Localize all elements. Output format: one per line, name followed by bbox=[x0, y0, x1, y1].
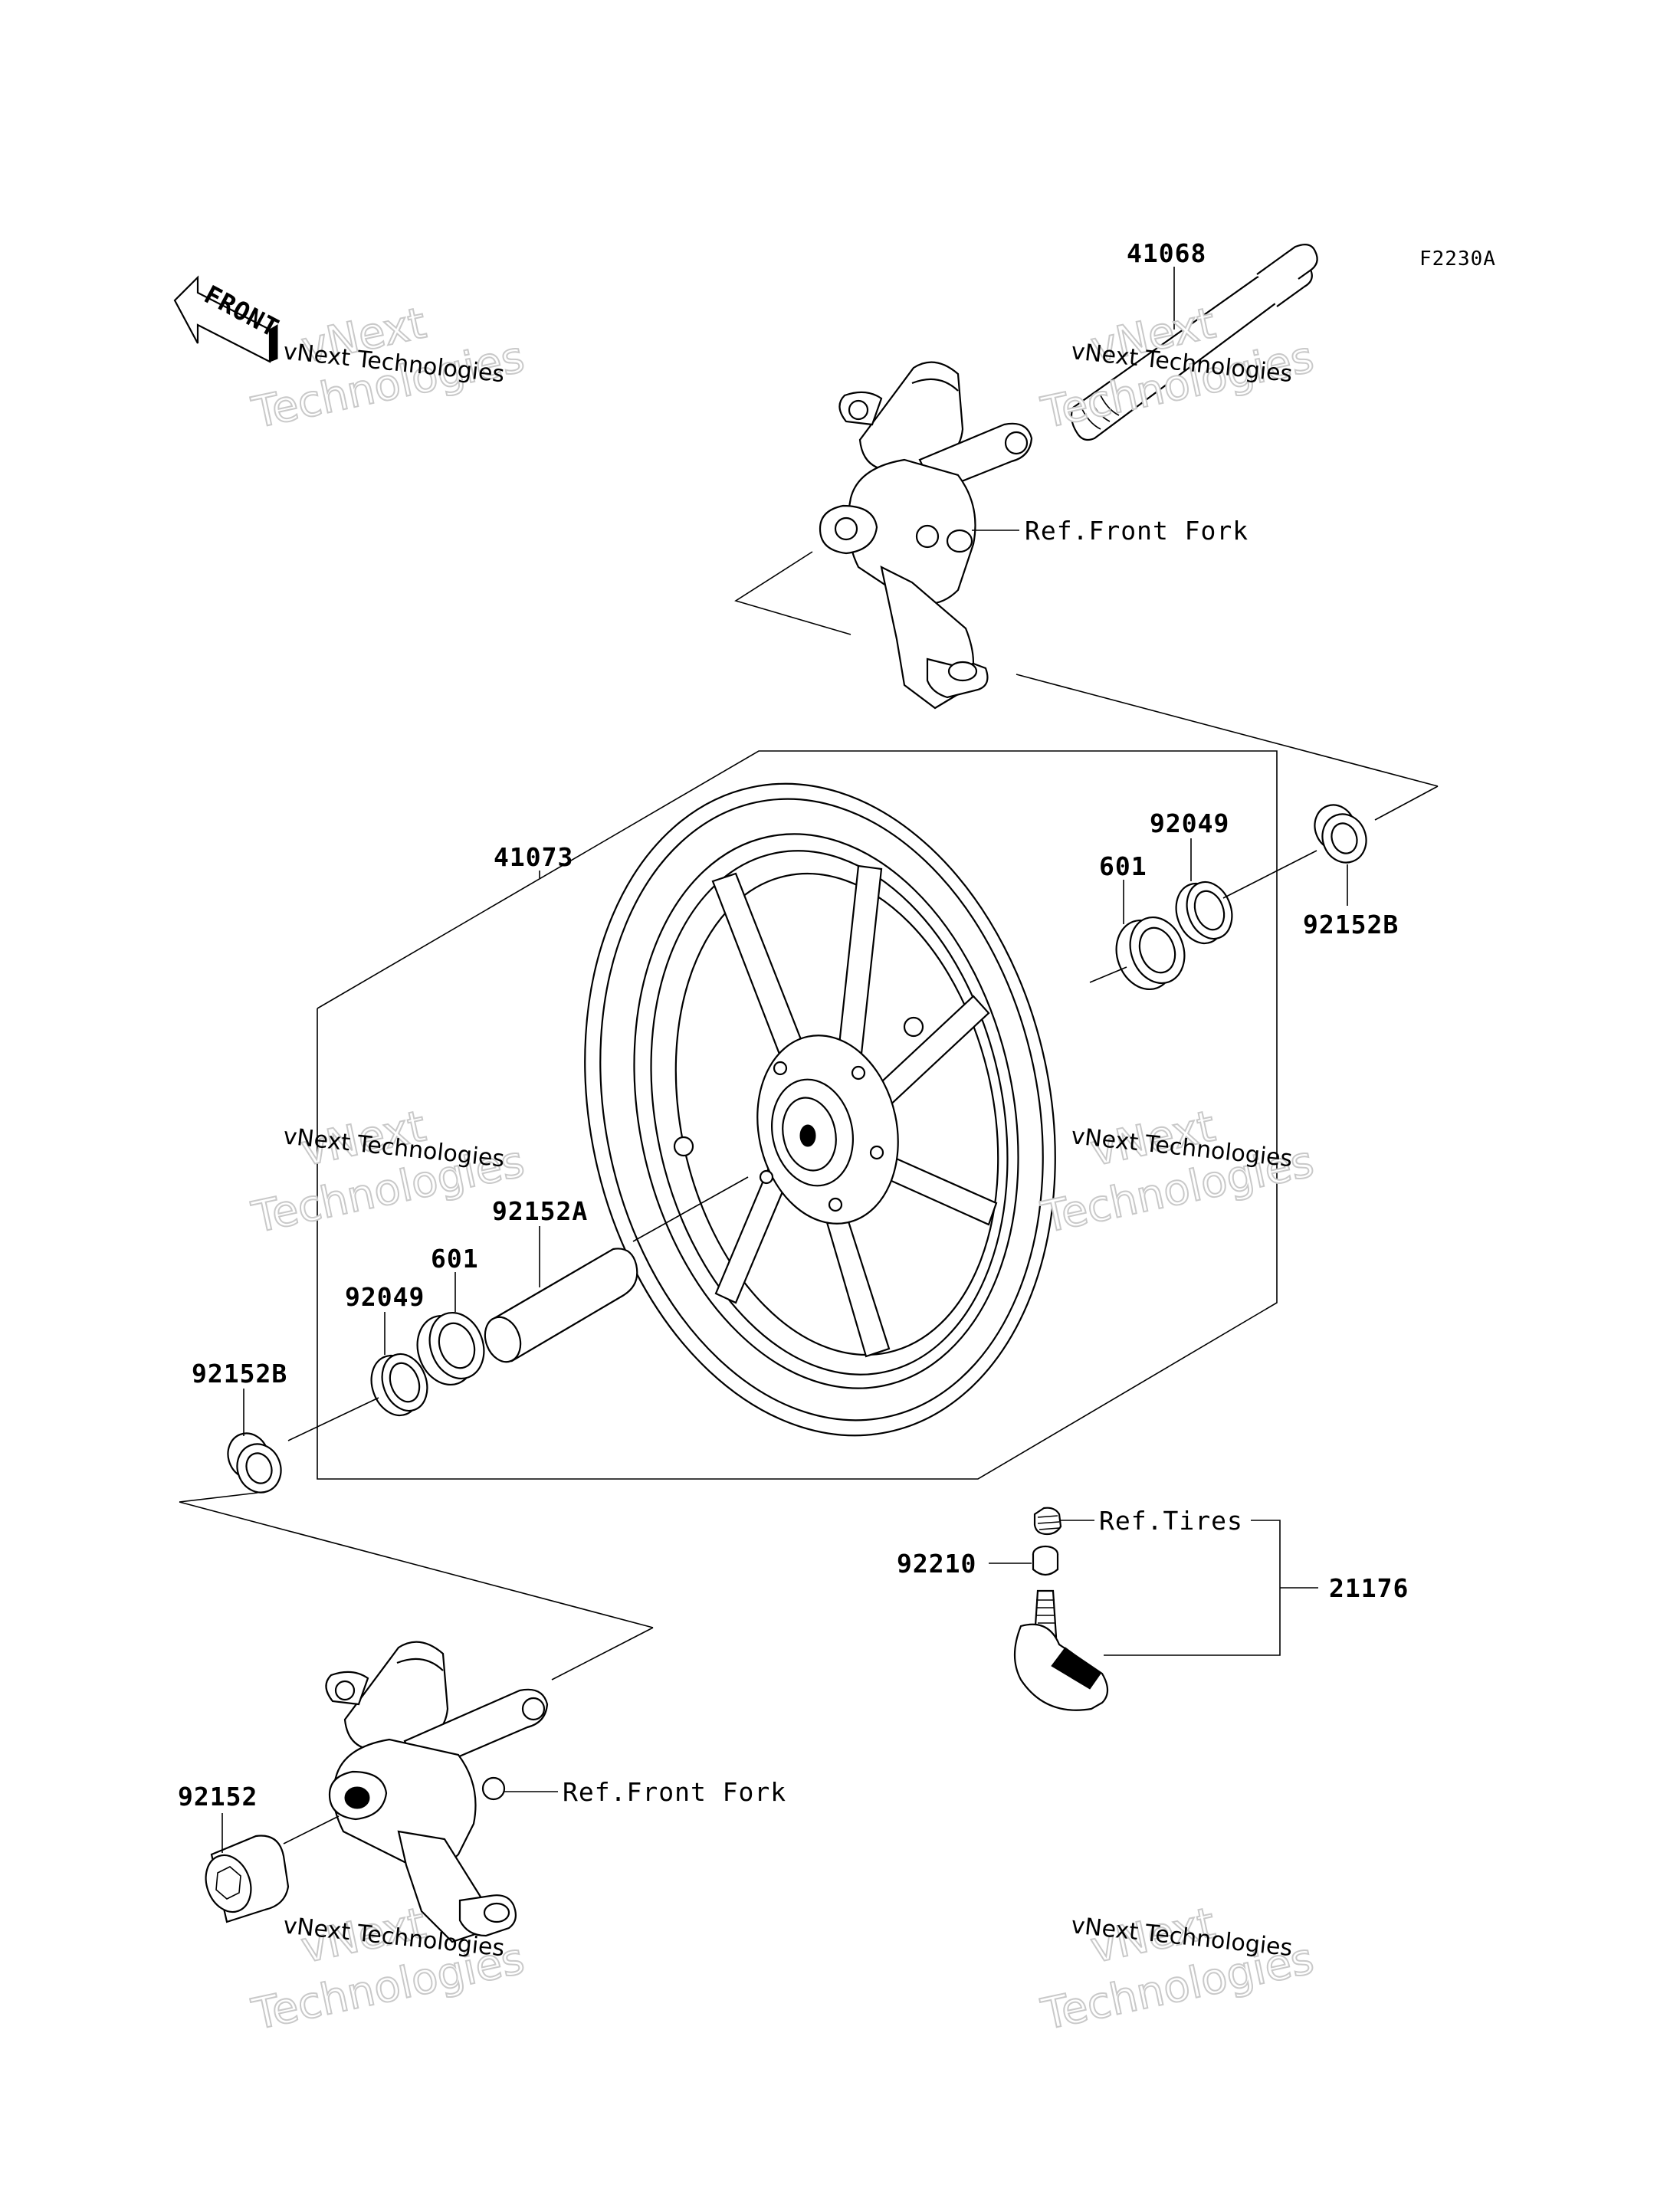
part-number-41073: 41073 bbox=[494, 842, 573, 872]
fork-bracket-upper bbox=[819, 361, 1033, 710]
figure-code: F2230A bbox=[1419, 248, 1496, 271]
part-number-601-right: 601 bbox=[1099, 851, 1147, 881]
valve-stem bbox=[1013, 1589, 1109, 1711]
seal-92049-right bbox=[1175, 880, 1233, 945]
part-number-92152b-right: 92152B bbox=[1303, 910, 1399, 939]
part-number-601-left: 601 bbox=[431, 1244, 479, 1274]
valve-cap-nut bbox=[1033, 1507, 1062, 1536]
collar-92152b-right bbox=[1314, 804, 1367, 864]
collar-92152b-left bbox=[227, 1432, 282, 1494]
part-number-92210: 92210 bbox=[897, 1549, 976, 1579]
bearing-601-left bbox=[416, 1311, 485, 1386]
ref-tires: Ref.Tires bbox=[1099, 1506, 1243, 1536]
front-arrow-icon: FRONT bbox=[173, 275, 284, 363]
fork-bracket-lower bbox=[325, 1641, 549, 1943]
bearing-601-right bbox=[1115, 916, 1186, 991]
collar-92152 bbox=[205, 1835, 290, 1923]
part-number-21176: 21176 bbox=[1329, 1573, 1409, 1603]
axle-41068 bbox=[1070, 243, 1318, 441]
part-number-92049-right: 92049 bbox=[1150, 808, 1229, 838]
valve-nut-92210 bbox=[1032, 1545, 1059, 1576]
ref-front-fork-upper: Ref.Front Fork bbox=[1025, 516, 1249, 546]
seal-92049-left bbox=[370, 1353, 428, 1417]
wheel-41073 bbox=[584, 782, 1056, 1437]
part-number-92152a: 92152A bbox=[492, 1196, 588, 1226]
part-number-92152b-left: 92152B bbox=[192, 1359, 287, 1389]
ref-front-fork-lower: Ref.Front Fork bbox=[563, 1777, 786, 1807]
spacer-92152a bbox=[484, 1248, 638, 1363]
part-number-92152: 92152 bbox=[178, 1782, 258, 1812]
part-number-92049-left: 92049 bbox=[345, 1282, 425, 1312]
part-number-41068: 41068 bbox=[1127, 238, 1206, 268]
